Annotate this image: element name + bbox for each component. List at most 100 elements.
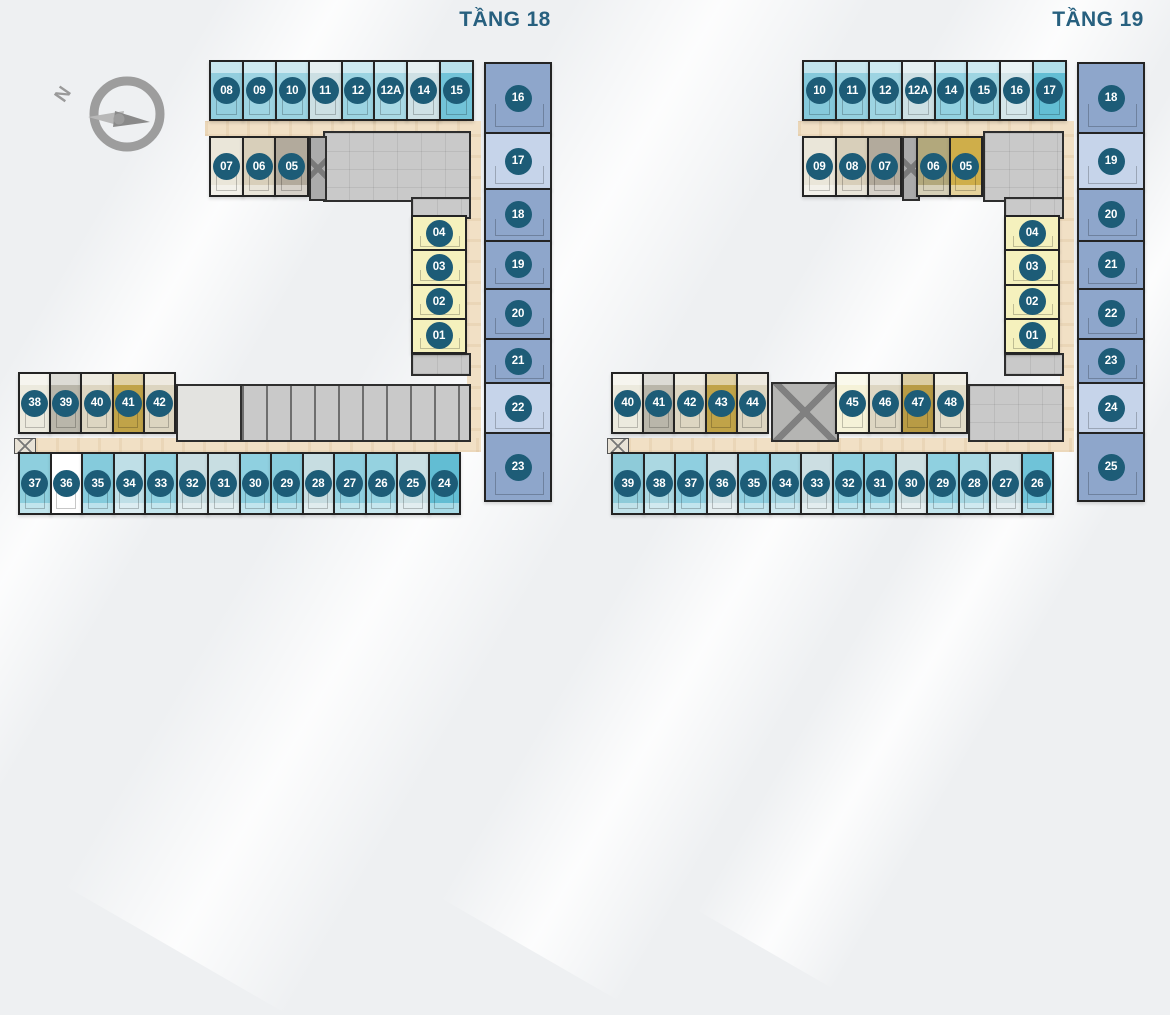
unit-number-badge: 35 xyxy=(740,470,768,497)
unit-number-badge: 36 xyxy=(708,470,736,497)
unit-number-badge: 14 xyxy=(937,77,965,104)
amenity-area xyxy=(240,384,471,442)
unit-number-badge: 03 xyxy=(425,253,453,281)
unit-number-badge: 24 xyxy=(430,470,458,497)
unit: 15 xyxy=(966,60,1002,121)
stair-hatch-icon xyxy=(607,438,629,454)
unit: 11 xyxy=(834,60,870,121)
unit: 47 xyxy=(900,372,936,434)
unit-number-badge: 38 xyxy=(645,470,673,497)
unit-number-badge: 12A xyxy=(377,77,405,104)
unit-number-badge: 12 xyxy=(871,77,899,104)
unit: 48 xyxy=(933,372,968,434)
unit-number-badge: 14 xyxy=(410,77,438,104)
unit-number-badge: 08 xyxy=(212,77,240,104)
unit: 06 xyxy=(916,136,951,197)
unit-number-badge: 04 xyxy=(1018,219,1046,247)
unit: 32 xyxy=(831,452,865,515)
unit-number-badge: 10 xyxy=(805,77,833,104)
unit-number-badge: 06 xyxy=(919,153,947,180)
unit-number-badge: 41 xyxy=(114,389,142,417)
unit: 10 xyxy=(802,60,837,121)
unit-number-badge: 40 xyxy=(614,389,642,417)
unit: 40 xyxy=(611,372,645,434)
unit-number-badge: 28 xyxy=(304,470,332,497)
unit: 45 xyxy=(835,372,870,434)
unit-number-badge: 27 xyxy=(336,470,364,497)
unit-number-badge: 23 xyxy=(504,453,532,481)
unit: 20 xyxy=(484,287,552,340)
unit-number-badge: 33 xyxy=(803,470,831,497)
unit: 09 xyxy=(241,60,277,121)
unit-number-badge: 30 xyxy=(241,470,269,497)
unit-number-badge: 04 xyxy=(425,219,453,247)
unit: 41 xyxy=(642,372,676,434)
unit-number-badge: 06 xyxy=(245,153,273,180)
unit: 12 xyxy=(867,60,903,121)
unit-number-badge: 40 xyxy=(83,389,111,417)
unit-number-badge: 19 xyxy=(504,251,532,279)
unit-number-badge: 02 xyxy=(1018,288,1046,316)
unit: 17 xyxy=(484,132,552,191)
unit: 29 xyxy=(270,452,304,515)
unit-number-badge: 20 xyxy=(1097,201,1125,229)
unit: 08 xyxy=(209,60,244,121)
unit-number-badge: 35 xyxy=(84,470,112,497)
unit: 18 xyxy=(484,188,552,242)
unit-number-badge: 47 xyxy=(904,389,932,417)
unit: 19 xyxy=(484,239,552,290)
unit-number-badge: 38 xyxy=(21,389,49,417)
unit-number-badge: 18 xyxy=(504,201,532,229)
unit-number-badge: 23 xyxy=(1097,347,1125,375)
unit: 46 xyxy=(867,372,903,434)
unit: 42 xyxy=(673,372,707,434)
unit: 39 xyxy=(49,372,83,434)
unit-number-badge: 15 xyxy=(970,77,998,104)
unit-number-badge: 29 xyxy=(929,470,957,497)
unit: 18 xyxy=(1077,62,1145,135)
unit: 05 xyxy=(948,136,983,197)
unit: 14 xyxy=(933,60,969,121)
unit: 34 xyxy=(768,452,802,515)
unit-number-badge: 37 xyxy=(21,470,49,497)
unit-number-badge: 32 xyxy=(834,470,862,497)
unit: 33 xyxy=(800,452,834,515)
unit-number-badge: 45 xyxy=(838,389,866,417)
service-core xyxy=(1004,353,1064,376)
unit: 16 xyxy=(484,62,552,135)
unit: 33 xyxy=(144,452,178,515)
unit-number-badge: 21 xyxy=(504,347,532,375)
unit-number-badge: 48 xyxy=(937,389,965,417)
unit-number-badge: 17 xyxy=(1036,77,1064,104)
unit: 42 xyxy=(142,372,177,434)
unit-number-badge: 11 xyxy=(838,77,866,104)
amenity-area xyxy=(968,384,1064,442)
unit: 28 xyxy=(957,452,991,515)
unit: 38 xyxy=(18,372,52,434)
unit: 44 xyxy=(735,372,770,434)
unit: 06 xyxy=(241,136,277,197)
unit: 08 xyxy=(834,136,870,197)
unit: 38 xyxy=(642,452,676,515)
unit-number-badge: 34 xyxy=(115,470,143,497)
unit: 05 xyxy=(274,136,310,197)
unit-number-badge: 25 xyxy=(1097,453,1125,481)
unit-number-badge: 01 xyxy=(1018,322,1046,350)
unit-number-badge: 12 xyxy=(344,77,372,104)
service-core xyxy=(983,131,1064,202)
unit: 19 xyxy=(1077,132,1145,191)
unit-number-badge: 02 xyxy=(425,288,453,316)
unit: 35 xyxy=(81,452,115,515)
unit: 12 xyxy=(340,60,376,121)
unit: 41 xyxy=(111,372,145,434)
